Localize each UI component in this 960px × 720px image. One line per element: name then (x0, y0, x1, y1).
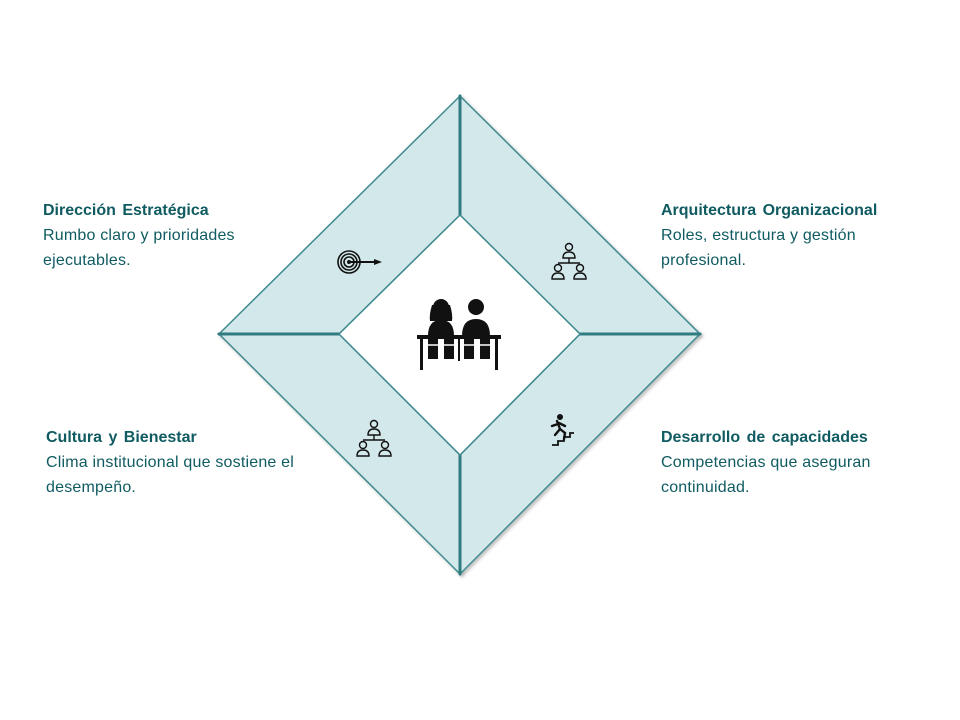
quadrant-description: Competencias que aseguran continuidad. (661, 454, 871, 496)
panel-dividers (217, 94, 702, 576)
quadrant-description: Roles, estructura y gestión profesional. (661, 227, 856, 269)
org-chart-icon (356, 419, 392, 457)
quadrant-top-right-label: Arquitectura Organizacional Roles, estru… (661, 198, 941, 273)
quadrant-description: Clima institucional que sostiene el dese… (46, 454, 295, 496)
quadrant-description: Rumbo claro y prioridades ejecutables. (43, 227, 235, 269)
quadrant-title: Cultura y Bienestar (46, 429, 197, 446)
org-chart-icon (551, 242, 587, 280)
quadrant-top-left-label: Dirección Estratégica Rumbo claro y prio… (43, 198, 323, 273)
quadrant-title: Desarrollo de capacidades (661, 429, 868, 446)
quadrant-title: Arquitectura Organizacional (661, 202, 878, 219)
person-climbing-stairs-icon (550, 414, 574, 446)
two-people-at-desk-icon (417, 299, 501, 370)
quadrant-bottom-right-label: Desarrollo de capacidades Competencias q… (661, 425, 941, 500)
target-dart-icon (337, 250, 382, 274)
quadrant-bottom-left-label: Cultura y Bienestar Clima institucional … (46, 425, 326, 500)
quadrant-title: Dirección Estratégica (43, 202, 209, 219)
